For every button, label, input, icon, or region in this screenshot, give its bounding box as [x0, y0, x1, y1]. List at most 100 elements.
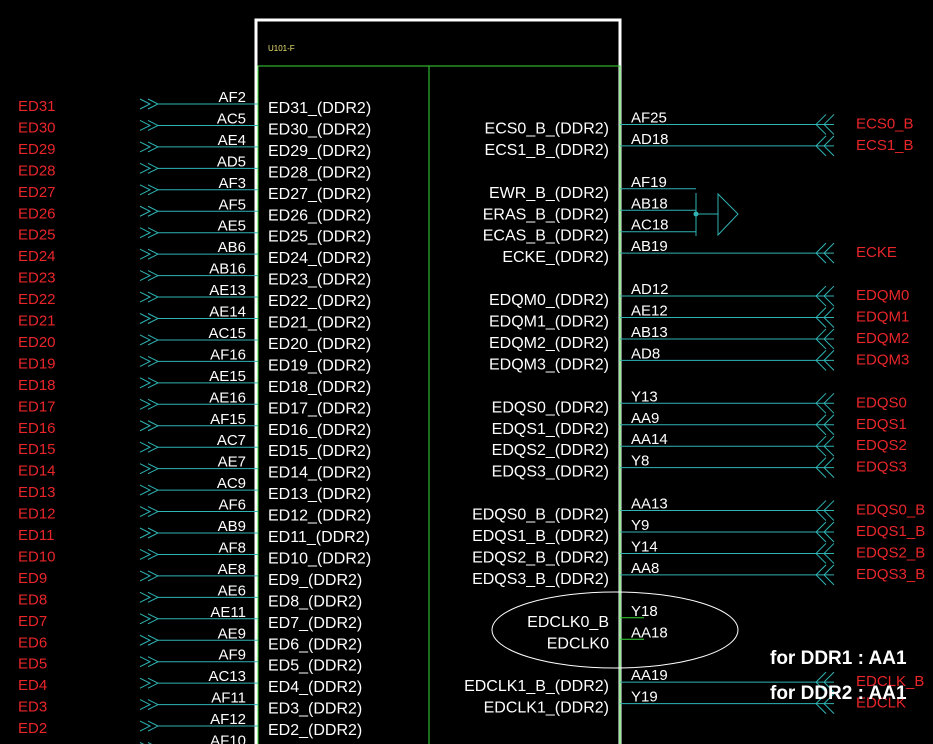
pin-number: AB16 [209, 261, 246, 278]
net-label: ED29 [18, 141, 56, 158]
off-page-connector-icon [139, 291, 152, 303]
off-page-connector-icon [823, 543, 835, 564]
pin-number: AE9 [218, 625, 246, 642]
pin-number: AB9 [218, 518, 246, 535]
signal-name: ED13_(DDR2) [268, 486, 371, 503]
pin-number: AD12 [631, 281, 669, 298]
signal-name: ED19_(DDR2) [268, 357, 371, 374]
pin-number: AE7 [218, 454, 246, 471]
pin-number: AF3 [218, 175, 246, 192]
signal-name: EDQS2_(DDR2) [492, 442, 609, 459]
pin-number: AF15 [210, 411, 246, 428]
signal-name: EDCLK1_B_(DDR2) [464, 678, 609, 695]
net-label: ED1 [18, 742, 47, 744]
signal-name: EDQS2_B_(DDR2) [472, 549, 609, 566]
off-page-connector-icon [815, 350, 827, 371]
net-label: EDCLK [856, 695, 906, 712]
signal-name: ED31_(DDR2) [268, 100, 371, 117]
off-page-connector-icon [139, 227, 152, 239]
pin-number: AF5 [218, 196, 246, 213]
signal-name: ED4_(DDR2) [268, 679, 362, 696]
signal-name: ED5_(DDR2) [268, 658, 362, 675]
off-page-connector-icon [823, 564, 835, 586]
signal-name: ED9_(DDR2) [268, 572, 362, 589]
pin-number: AA18 [631, 624, 668, 641]
signal-name: EDCLK0 [547, 635, 609, 652]
pin-number: Y14 [631, 538, 658, 555]
off-page-connector-icon [823, 521, 835, 543]
signal-name: ED12_(DDR2) [268, 508, 371, 525]
net-label: ED13 [18, 484, 56, 501]
signal-name: ECS0_B_(DDR2) [485, 120, 609, 137]
net-label: ED2 [18, 720, 47, 737]
off-page-connector-icon [815, 500, 827, 521]
off-page-connector-icon [823, 328, 835, 350]
off-page-connector-icon [139, 463, 152, 475]
net-label: ED23 [18, 270, 56, 287]
net-label: ED18 [18, 377, 56, 394]
pin-number: AF11 [211, 690, 246, 707]
net-label: ED15 [18, 441, 56, 458]
net-label: EDQM0 [856, 287, 909, 304]
pin-number: AF25 [631, 109, 667, 126]
net-label: ED30 [18, 119, 56, 136]
pin-number: AD8 [631, 345, 660, 362]
pin-number: AC15 [208, 325, 246, 342]
pin-number: AB6 [218, 239, 246, 256]
off-page-connector-icon [139, 677, 152, 689]
off-page-connector-icon [139, 570, 152, 582]
pin-number: AF16 [210, 346, 246, 363]
off-page-connector-icon [823, 671, 835, 693]
signal-name: EDCLK1_(DDR2) [484, 700, 609, 717]
signal-name: ED24_(DDR2) [268, 250, 371, 267]
signal-name: EDQS3_(DDR2) [492, 464, 609, 481]
component-inner-box [257, 65, 621, 744]
net-label: EDQS1 [856, 416, 907, 433]
off-page-connector-icon [815, 435, 827, 457]
tie-bus [693, 193, 718, 236]
signal-name: EDQS3_B_(DDR2) [472, 571, 609, 588]
off-page-connector-icon [823, 242, 835, 264]
net-label: EDCLK_B [856, 673, 924, 690]
note-ddr1: for DDR1 : AA1 [770, 648, 907, 669]
off-page-connector-icon [139, 634, 152, 646]
net-label: ED20 [18, 334, 56, 351]
net-label: ED19 [18, 355, 56, 372]
signal-name: ED21_(DDR2) [268, 315, 371, 332]
off-page-connector-icon [823, 392, 835, 414]
net-label: ED24 [18, 248, 56, 265]
signal-name: ERAS_B_(DDR2) [483, 206, 609, 223]
off-page-connector-icon [823, 114, 835, 135]
off-page-connector-icon [139, 441, 152, 453]
off-page-connector-icon [139, 270, 152, 282]
signal-name: EDQS1_(DDR2) [492, 421, 609, 438]
off-page-connector-icon [139, 549, 152, 560]
signal-name: EDQM2_(DDR2) [489, 335, 609, 352]
off-page-connector-icon [815, 328, 827, 350]
pin-number: AF9 [218, 647, 246, 664]
signal-name: ED23_(DDR2) [268, 272, 371, 289]
off-page-connector-icon [815, 564, 827, 586]
signal-name: ED15_(DDR2) [268, 443, 371, 460]
pin-number: AE15 [209, 368, 246, 385]
net-label: EDQS1_B [856, 523, 925, 540]
net-label: EDQS2 [856, 437, 907, 454]
